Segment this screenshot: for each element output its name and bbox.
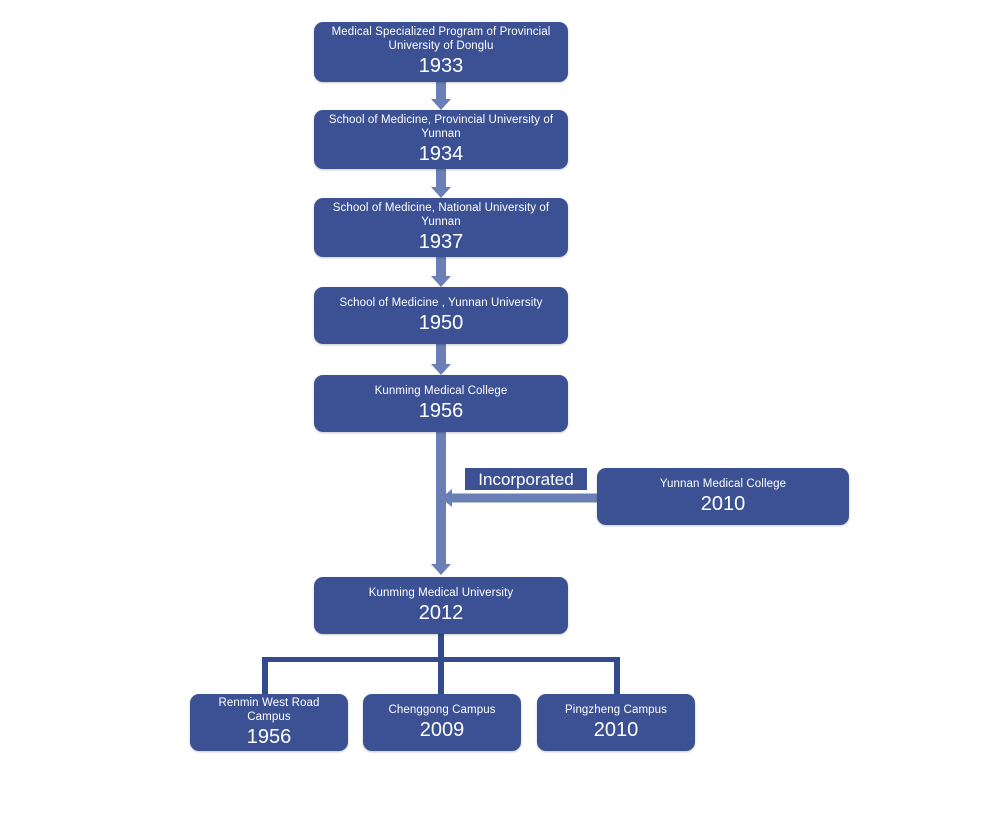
- arrow-shaft: [451, 493, 599, 503]
- node-year: 1956: [246, 725, 292, 748]
- arrow-head: [431, 564, 451, 575]
- arrow-1937-to-1950: [426, 257, 456, 287]
- arrow-head: [431, 187, 451, 198]
- node-pingzheng-campus[interactable]: Pingzheng Campus 2010: [537, 694, 695, 751]
- node-year: 2010: [700, 492, 746, 515]
- node-1933[interactable]: Medical Specialized Program of Provincia…: [314, 22, 568, 82]
- node-year: 2010: [593, 718, 639, 741]
- node-year: 2012: [418, 601, 464, 624]
- arrow-shaft: [436, 344, 446, 364]
- connector-drop-campus-2: [438, 657, 444, 697]
- node-title: Renmin West Road Campus: [218, 696, 320, 723]
- node-chenggong-campus[interactable]: Chenggong Campus 2009: [363, 694, 521, 751]
- node-title: School of Medicine , Yunnan University: [339, 296, 543, 309]
- node-title: Yunnan Medical College: [659, 477, 787, 490]
- node-title: Medical Specialized Program of Provincia…: [331, 26, 551, 52]
- node-year: 2009: [419, 718, 465, 741]
- connector-stem-2012: [438, 634, 444, 660]
- node-1934[interactable]: School of Medicine, Provincial Universit…: [314, 110, 568, 169]
- edge-label-incorporated[interactable]: Incorporated: [463, 466, 589, 492]
- arrow-1950-to-1956: [426, 344, 456, 375]
- node-year: 1937: [418, 230, 464, 253]
- arrow-incorporated: [441, 489, 599, 507]
- arrow-head: [431, 364, 451, 375]
- connector-drop-campus-3: [614, 657, 620, 697]
- node-yunnan-medical-college-2010[interactable]: Yunnan Medical College 2010: [597, 468, 849, 525]
- arrow-shaft: [436, 169, 446, 187]
- node-kunming-medical-university-2012[interactable]: Kunming Medical University 2012: [314, 577, 568, 634]
- node-1950[interactable]: School of Medicine , Yunnan University 1…: [314, 287, 568, 344]
- node-1937[interactable]: School of Medicine, National University …: [314, 198, 568, 257]
- node-title: Kunming Medical College: [374, 384, 508, 397]
- node-year: 1950: [418, 311, 464, 334]
- node-title: Kunming Medical University: [368, 586, 514, 599]
- edge-label-text: Incorporated: [478, 470, 574, 489]
- arrow-shaft: [436, 82, 446, 99]
- node-title: School of Medicine, Provincial Universit…: [328, 113, 554, 140]
- arrow-1934-to-1937: [426, 169, 456, 198]
- node-title: Chenggong Campus: [388, 703, 496, 716]
- arrow-1933-to-1934: [426, 82, 456, 110]
- node-title: School of Medicine, National University …: [332, 201, 550, 228]
- node-title: Pingzheng Campus: [565, 703, 667, 716]
- arrow-shaft: [436, 257, 446, 276]
- arrow-head: [441, 489, 452, 507]
- arrow-head-1956-to-2012: [426, 553, 456, 575]
- arrow-head: [431, 99, 451, 110]
- node-1956[interactable]: Kunming Medical College 1956: [314, 375, 568, 432]
- arrow-head: [431, 276, 451, 287]
- node-year: 1934: [418, 142, 464, 165]
- node-renmin-west-road-campus[interactable]: Renmin West Road Campus 1956: [190, 694, 348, 751]
- connector-drop-campus-1: [262, 657, 268, 697]
- node-year: 1933: [418, 55, 464, 77]
- node-year: 1956: [418, 399, 464, 422]
